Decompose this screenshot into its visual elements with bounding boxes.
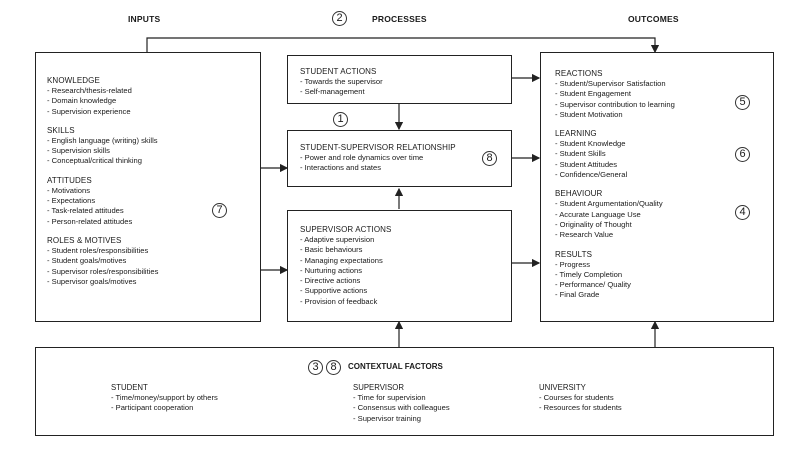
context-column-title: SUPERVISOR [353, 383, 404, 392]
context-title: CONTEXTUAL FACTORS [348, 362, 443, 371]
relationship-title: STUDENT-SUPERVISOR RELATIONSHIP [300, 143, 456, 152]
outcomes-group-learning: LEARNING Student Knowledge Student Skill… [555, 128, 773, 180]
list-item: Provision of feedback [300, 297, 511, 307]
inputs-header: INPUTS [128, 14, 161, 24]
list-item: Time for supervision [353, 393, 450, 403]
list-item: Timely Completion [555, 270, 773, 280]
list-item: Student roles/responsibilities [47, 246, 260, 256]
inputs-group-title: SKILLS [47, 125, 75, 135]
list-item: Nurturing actions [300, 266, 511, 276]
inputs-group-title: KNOWLEDGE [47, 76, 100, 85]
list-item: Student Knowledge [555, 139, 773, 149]
list-item: Motivations [47, 186, 260, 196]
outcomes-group-reactions: REACTIONS Student/Supervisor Satisfactio… [555, 68, 773, 120]
reactions-number-badge: 5 [735, 95, 750, 110]
relationship-number-badge-top: 1 [333, 112, 348, 127]
context-number-badge-3: 3 [308, 360, 323, 375]
list-item: Participant cooperation [111, 403, 218, 413]
inputs-group-attitudes: ATTITUDES Motivations Expectations Task-… [47, 175, 260, 227]
feedback-loop-line [146, 37, 660, 54]
list-item: Resources for students [539, 403, 622, 413]
list-item: Task-related attitudes [47, 206, 260, 216]
context-number-badge-8: 8 [326, 360, 341, 375]
outcomes-box: REACTIONS Student/Supervisor Satisfactio… [540, 52, 774, 322]
list-item: Student Argumentation/Quality [555, 199, 773, 209]
inputs-number-badge: 7 [212, 203, 227, 218]
list-item: Performance/ Quality [555, 280, 773, 290]
list-item: Conceptual/critical thinking [47, 156, 260, 166]
student-actions-box: STUDENT ACTIONS Towards the supervisor S… [287, 55, 512, 104]
list-item: Interactions and states [300, 163, 511, 173]
outcomes-group-title: REACTIONS [555, 69, 603, 78]
list-item: Accurate Language Use [555, 210, 773, 220]
list-item: Managing expectations [300, 256, 511, 266]
list-item: Supervisor goals/motives [47, 277, 260, 287]
list-item: Expectations [47, 196, 260, 206]
list-item: Courses for students [539, 393, 622, 403]
list-item: Domain knowledge [47, 96, 260, 106]
list-item: Self-management [300, 87, 511, 97]
list-item: Power and role dynamics over time [300, 153, 511, 163]
inputs-group-roles-motives: ROLES & MOTIVES Student roles/responsibi… [47, 235, 260, 287]
context-column-supervisor: SUPERVISOR Time for supervision Consensu… [353, 382, 450, 424]
list-item: Towards the supervisor [300, 77, 511, 87]
list-item: Research/thesis-related [47, 86, 260, 96]
inputs-group-skills: SKILLS English language (writing) skills… [47, 125, 260, 167]
context-column-title: STUDENT [111, 383, 148, 392]
list-item: Originality of Thought [555, 220, 773, 230]
list-item: Student/Supervisor Satisfaction [555, 79, 773, 89]
list-item: Time/money/support by others [111, 393, 218, 403]
list-item: English language (writing) skills [47, 136, 260, 146]
outcomes-group-behaviour: BEHAVIOUR Student Argumentation/Quality … [555, 188, 773, 240]
student-actions-title: STUDENT ACTIONS [300, 67, 377, 76]
relationship-number-badge: 8 [482, 151, 497, 166]
inputs-group-title: ROLES & MOTIVES [47, 235, 122, 245]
list-item: Research Value [555, 230, 773, 240]
inputs-box: KNOWLEDGE Research/thesis-related Domain… [35, 52, 261, 322]
context-column-university: UNIVERSITY Courses for students Resource… [539, 382, 622, 414]
learning-number-badge: 6 [735, 147, 750, 163]
list-item: Student Skills [555, 149, 773, 159]
outcomes-group-results: RESULTS Progress Timely Completion Perfo… [555, 249, 773, 301]
contextual-factors-box: 3 8 CONTEXTUAL FACTORS STUDENT Time/mone… [35, 347, 774, 436]
list-item: Supervision skills [47, 146, 260, 156]
processes-number-badge: 2 [332, 11, 347, 26]
list-item: Supervisor contribution to learning [555, 100, 773, 110]
outcomes-group-title: LEARNING [555, 129, 597, 139]
list-item: Confidence/General [555, 170, 773, 180]
list-item: Student Attitudes [555, 160, 773, 170]
supervisor-actions-title: SUPERVISOR ACTIONS [300, 225, 392, 234]
relationship-box: STUDENT-SUPERVISOR RELATIONSHIP Power an… [287, 130, 512, 187]
list-item: Adaptive supervision [300, 235, 511, 245]
context-column-student: STUDENT Time/money/support by others Par… [111, 382, 218, 414]
outcomes-group-title: RESULTS [555, 249, 593, 259]
list-item: Consensus with colleagues [353, 403, 450, 413]
list-item: Supervisor training [353, 414, 450, 424]
list-item: Supervision experience [47, 107, 260, 117]
behaviour-number-badge: 4 [735, 205, 750, 221]
inputs-group-title: ATTITUDES [47, 175, 92, 185]
list-item: Student Engagement [555, 89, 773, 99]
outcomes-header: OUTCOMES [628, 14, 679, 24]
supervisor-actions-box: SUPERVISOR ACTIONS Adaptive supervision … [287, 210, 512, 322]
list-item: Supportive actions [300, 286, 511, 296]
inputs-group-knowledge: KNOWLEDGE Research/thesis-related Domain… [47, 75, 260, 117]
list-item: Person-related attitudes [47, 217, 260, 227]
list-item: Basic behaviours [300, 245, 511, 255]
processes-header: PROCESSES [372, 14, 427, 24]
list-item: Final Grade [555, 290, 773, 300]
list-item: Student goals/motives [47, 256, 260, 266]
list-item: Student Motivation [555, 110, 773, 120]
list-item: Progress [555, 260, 773, 270]
list-item: Directive actions [300, 276, 511, 286]
outcomes-group-title: BEHAVIOUR [555, 189, 603, 199]
list-item: Supervisor roles/responsibilities [47, 267, 260, 277]
context-column-title: UNIVERSITY [539, 383, 586, 392]
